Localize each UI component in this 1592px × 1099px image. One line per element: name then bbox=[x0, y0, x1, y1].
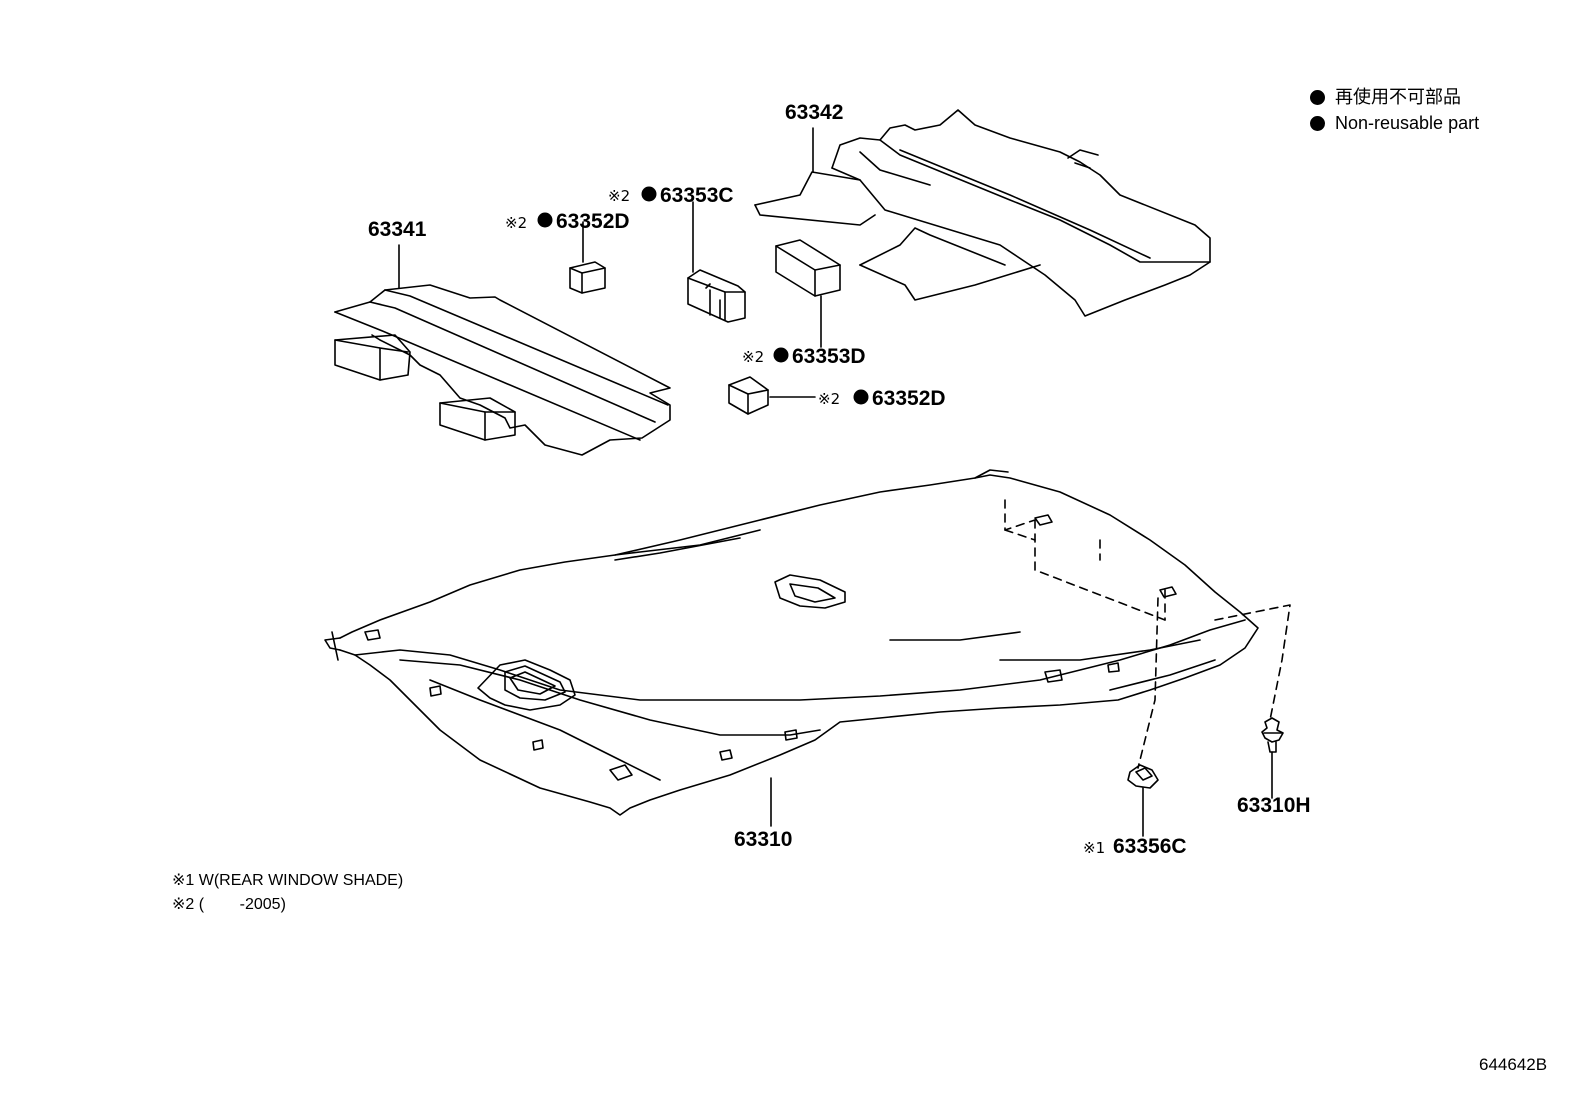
legend: 再使用不可部品 Non-reusable part bbox=[1310, 84, 1479, 136]
label-63342[interactable]: 63342 bbox=[785, 101, 843, 124]
part-63352D-top-block[interactable] bbox=[569, 261, 606, 294]
label-63356C: 63356C bbox=[1113, 835, 1187, 858]
legend-text-jp: 再使用不可部品 bbox=[1335, 87, 1461, 107]
legend-text-en: Non-reusable part bbox=[1335, 113, 1480, 133]
note-mark: ※1 bbox=[1083, 839, 1105, 857]
non-reusable-dot-icon bbox=[1310, 115, 1325, 131]
label-63341[interactable]: 63341 bbox=[368, 218, 427, 241]
part-63310H-clip[interactable] bbox=[1261, 717, 1284, 753]
label-63352D-top: 63352D bbox=[556, 210, 630, 233]
part-63353C-block[interactable] bbox=[687, 269, 746, 323]
non-reusable-dot-icon bbox=[537, 212, 553, 228]
callout-63352D-mid[interactable]: ※2 63352D bbox=[818, 387, 946, 410]
label-63352D-mid: 63352D bbox=[872, 387, 946, 410]
note-mark: ※2 bbox=[818, 390, 840, 408]
label-63310H[interactable]: 63310H bbox=[1237, 794, 1311, 817]
callout-63352D-top[interactable]: ※2 63352D bbox=[505, 210, 630, 233]
part-63342-drawing[interactable] bbox=[754, 109, 1211, 317]
non-reusable-dot-icon bbox=[773, 347, 789, 363]
label-63353C: 63353C bbox=[660, 184, 734, 207]
footnotes: ※1 W(REAR WINDOW SHADE) ※2 ( -2005) bbox=[172, 869, 403, 917]
footnote: ※2 ( -2005) bbox=[172, 896, 286, 913]
non-reusable-dot-icon bbox=[641, 186, 657, 202]
callout-63356C[interactable]: ※1 63356C bbox=[1083, 835, 1187, 858]
part-63356C-clip[interactable] bbox=[1127, 764, 1159, 789]
note-mark: ※2 bbox=[608, 187, 630, 205]
part-63353D-block[interactable] bbox=[775, 239, 841, 297]
dashed-attachment-lines bbox=[1004, 499, 1291, 769]
part-63310-headliner[interactable] bbox=[324, 469, 1259, 816]
note-mark: ※2 bbox=[505, 214, 527, 232]
label-63353D: 63353D bbox=[792, 345, 866, 368]
legend-item: 再使用不可部品 bbox=[1310, 84, 1479, 110]
part-63341-drawing[interactable] bbox=[334, 284, 671, 456]
non-reusable-dot-icon bbox=[1310, 89, 1325, 105]
callout-63353D[interactable]: ※2 63353D bbox=[742, 345, 866, 368]
legend-item: Non-reusable part bbox=[1310, 110, 1479, 136]
callout-63353C[interactable]: ※2 63353C bbox=[608, 184, 734, 207]
footnote: ※1 W(REAR WINDOW SHADE) bbox=[172, 872, 404, 889]
document-id: 644642B bbox=[1479, 1055, 1548, 1074]
label-63310[interactable]: 63310 bbox=[734, 828, 792, 851]
part-63352D-mid-block[interactable] bbox=[728, 376, 769, 415]
note-mark: ※2 bbox=[742, 348, 764, 366]
non-reusable-dot-icon bbox=[853, 389, 869, 405]
